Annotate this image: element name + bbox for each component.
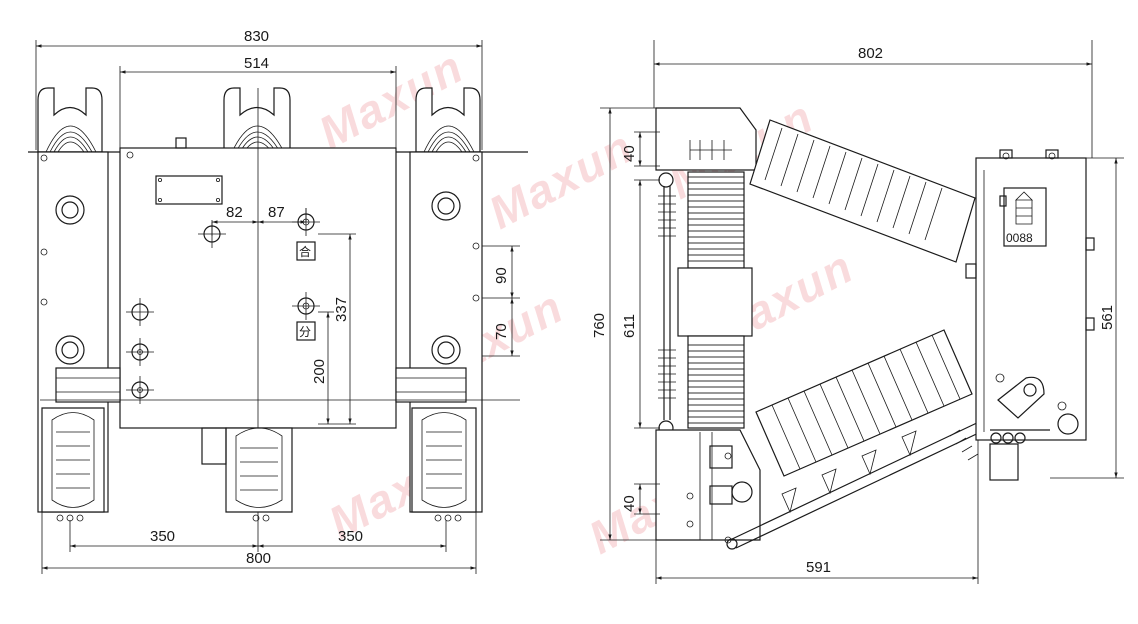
dim-label-350-left: 350 [150, 528, 175, 545]
bottom-insulator-left [41, 407, 105, 522]
watermark: Maxun [480, 120, 642, 239]
diagonal-pull-rod [726, 411, 1007, 550]
side-view: 0088 802 760 [591, 40, 1124, 584]
aux-switch [709, 445, 733, 469]
mechanism-lever [989, 376, 1050, 481]
top-insulator-left [37, 87, 103, 153]
dimension-830: 830 [35, 28, 483, 150]
upper-inclined-insulator [749, 119, 976, 263]
dimension-802: 802 [653, 40, 1093, 158]
dim-label-611: 611 [621, 314, 638, 338]
lower-inclined-insulator [755, 329, 973, 477]
dim-label-561: 561 [1099, 305, 1116, 330]
dimension-561: 561 [1050, 157, 1124, 479]
dim-label-top-40: 40 [621, 145, 638, 162]
dimension-350-350: 350 350 [69, 520, 447, 552]
dimension-337: 337 [318, 233, 356, 425]
terminal-right-upper [431, 191, 461, 221]
dim-label-87: 87 [268, 204, 285, 221]
dim-label-830: 830 [244, 28, 269, 45]
dimension-82-87: 82 87 [211, 204, 307, 236]
dimension-760: 760 [591, 107, 656, 541]
top-insulator-right [415, 87, 481, 153]
dim-label-802: 802 [858, 45, 883, 62]
lower-conductors [40, 367, 520, 403]
dimension-top-40: 40 [621, 131, 660, 167]
dimension-611: 611 [621, 179, 660, 429]
top-contact-block [655, 107, 757, 188]
close-indicator-label: 合 [299, 244, 311, 259]
dimension-200: 200 [311, 311, 334, 424]
dim-label-82: 82 [226, 204, 243, 221]
dimension-514: 514 [119, 55, 397, 148]
vertical-pole [677, 171, 753, 429]
housing-bolts [40, 154, 480, 306]
terminal-left-lower [55, 335, 85, 365]
dim-label-bottom-40: 40 [621, 495, 638, 512]
counter-label: 0088 [1006, 231, 1033, 245]
top-insulator-center [223, 87, 291, 153]
dimension-bottom-40: 40 [621, 483, 660, 515]
operating-rod [658, 186, 676, 436]
panel-screw-icon [126, 151, 134, 159]
nameplate [155, 175, 223, 205]
dim-label-760: 760 [591, 313, 608, 338]
dim-label-90: 90 [493, 267, 510, 284]
terminal-right-lower [431, 335, 461, 365]
dim-label-337: 337 [333, 297, 350, 322]
dim-label-200: 200 [311, 359, 328, 384]
dim-label-70: 70 [493, 323, 510, 340]
open-indicator: 分 [292, 292, 320, 341]
dim-label-514: 514 [244, 55, 269, 72]
dim-label-350-right: 350 [338, 528, 363, 545]
dimension-800: 800 [41, 512, 477, 574]
bottom-contact-block [655, 429, 761, 544]
terminal-left-upper [55, 195, 85, 225]
bottom-insulator-center [201, 427, 293, 522]
dim-label-800: 800 [246, 550, 271, 567]
bottom-insulator-right [411, 407, 477, 522]
dimension-591: 591 [655, 440, 979, 584]
dimension-90-70: 90 70 [482, 245, 520, 357]
open-indicator-label: 分 [299, 325, 311, 339]
panel-holes-left [126, 298, 154, 404]
front-view: 合 分 [28, 28, 528, 574]
dim-label-591: 591 [806, 559, 831, 576]
top-knob [175, 137, 187, 149]
